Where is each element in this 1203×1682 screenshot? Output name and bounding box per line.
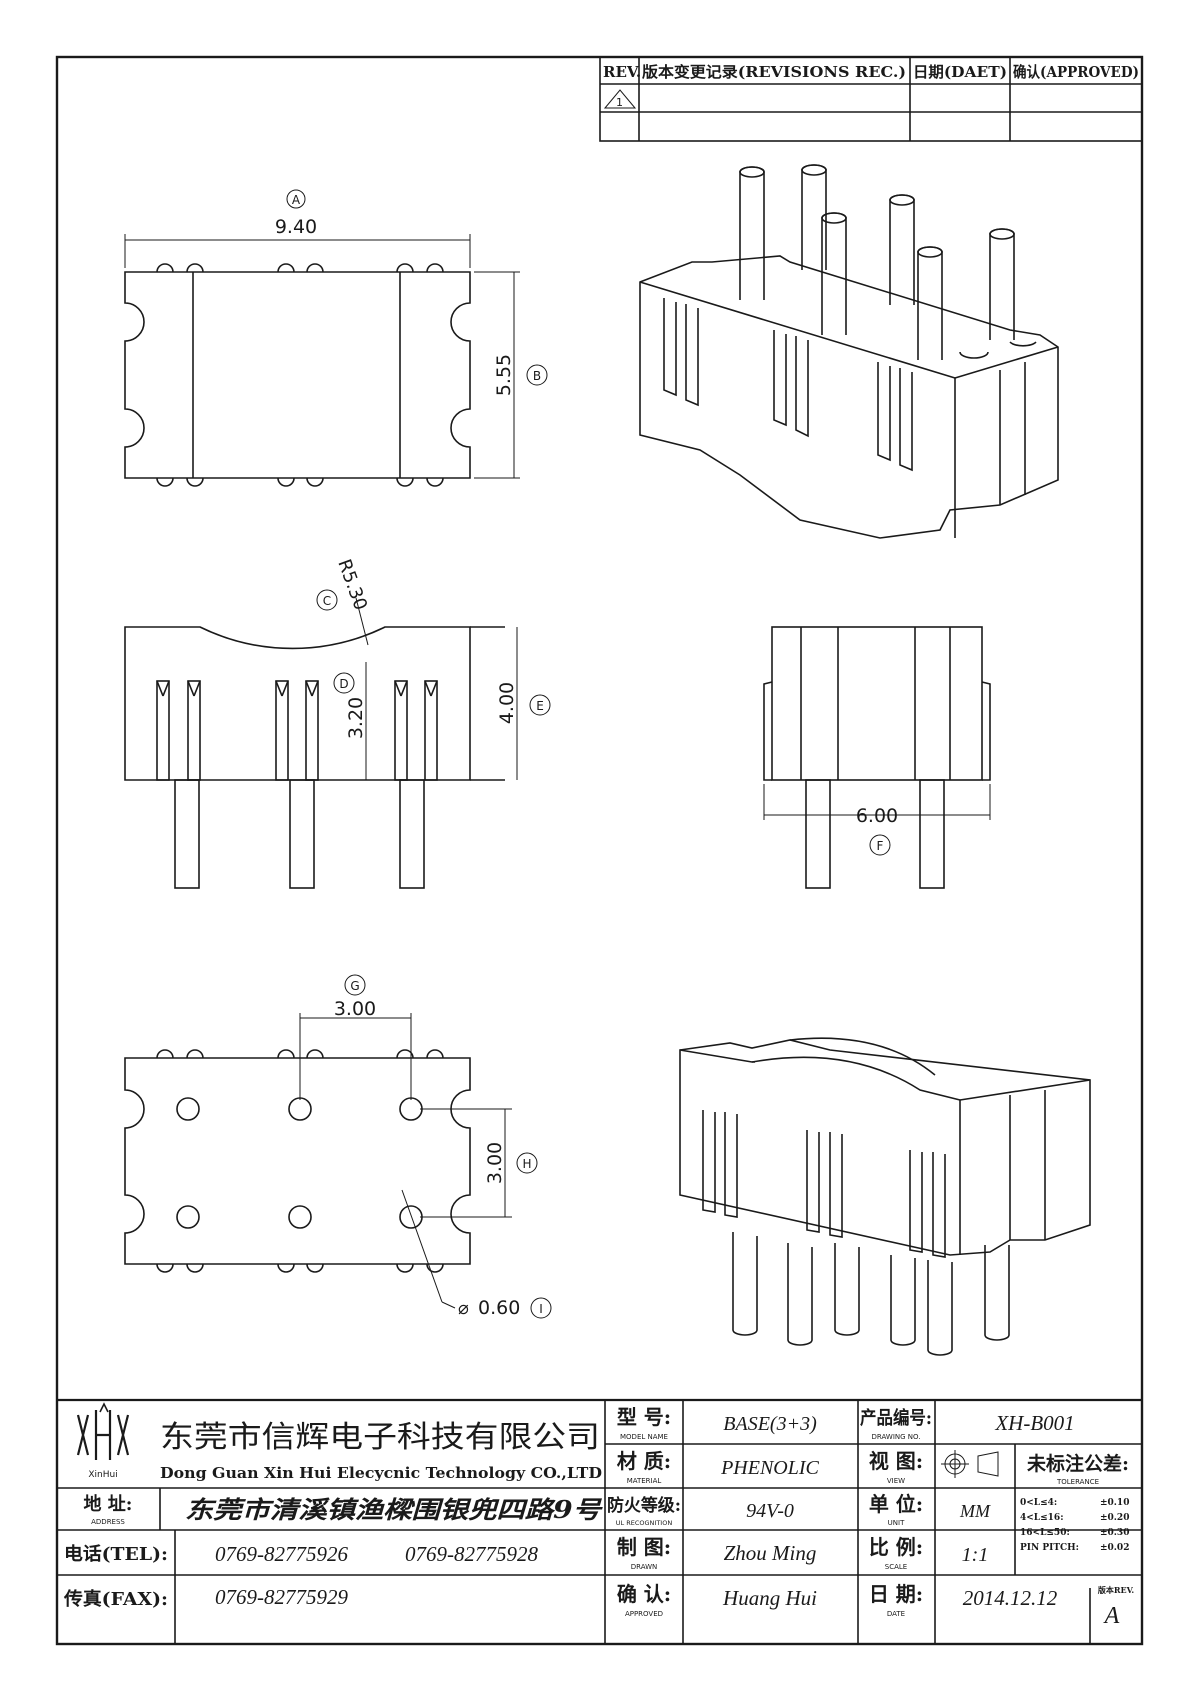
approved-value: Huang Hui	[722, 1586, 817, 1610]
material-value: PHENOLIC	[720, 1457, 819, 1479]
unit-label: 单 位:	[869, 1492, 923, 1516]
scale-label: 比 例:	[869, 1535, 923, 1559]
fax-value: 0769-82775929	[215, 1585, 348, 1609]
rev-header-rev: REV.	[603, 63, 641, 81]
address-value: 东莞市清溪镇渔樑围银兜四路9号	[185, 1495, 603, 1524]
dim-e-label: E	[536, 699, 544, 713]
model-label: 型 号:	[617, 1405, 671, 1429]
tolerance-label: 未标注公差:	[1026, 1452, 1129, 1475]
title-block: XinHui 东莞市信辉电子科技有限公司 Dong Guan Xin Hui E…	[57, 1398, 1142, 1644]
dim-b-label: B	[533, 369, 541, 383]
rev-header-date: 日期(DAET)	[913, 63, 1007, 81]
dim-i-label: I	[539, 1302, 543, 1316]
rev-value: A	[1103, 1603, 1120, 1629]
part-no-label-en: DRAWING NO.	[872, 1433, 921, 1441]
date-value: 2014.12.12	[963, 1586, 1058, 1610]
tolerance-table: 0<L≤4: ±0.10 4<L≤16: ±0.20 16<L≤50: ±0.3…	[1020, 1498, 1129, 1553]
dim-c-label: C	[323, 594, 331, 608]
dim-g-label: G	[350, 979, 359, 993]
view-label-en: VIEW	[887, 1477, 905, 1485]
dim-c-value: R5.30	[333, 557, 371, 614]
dim-i-prefix: ⌀	[458, 1298, 469, 1319]
dim-d-label: D	[339, 677, 348, 691]
approved-label: 确 认:	[617, 1582, 671, 1606]
tel-value-1: 0769-82775926	[215, 1542, 348, 1566]
tolerance-range-2: 16<L≤50:	[1020, 1528, 1070, 1538]
dim-h-value: 3.00	[484, 1142, 506, 1184]
rev-triangle-icon	[603, 89, 637, 109]
bottom-view: 3.00 G 3.00 H ⌀ 0.60 I	[124, 974, 552, 1319]
unit-value: MM	[959, 1501, 991, 1521]
tolerance-value-0: ±0.10	[1100, 1498, 1129, 1508]
scale-value: 1:1	[962, 1544, 989, 1566]
part-no-label: 产品编号:	[860, 1407, 932, 1429]
company-name-cn: 东莞市信辉电子科技有限公司	[160, 1420, 600, 1455]
fire-value: 94V-0	[746, 1500, 794, 1522]
iso-view-bottom	[679, 1037, 1091, 1356]
date-label-en: DATE	[887, 1610, 905, 1618]
part-no-value: XH-B001	[994, 1411, 1074, 1435]
address-label: 地 址:	[84, 1493, 133, 1515]
dim-a-label: A	[292, 193, 301, 207]
tolerance-range-3: PIN PITCH:	[1020, 1543, 1079, 1553]
view-label: 视 图:	[869, 1449, 923, 1473]
dim-b-value: 5.55	[493, 354, 515, 396]
tolerance-range-1: 4<L≤16:	[1020, 1513, 1064, 1523]
drawn-value: Zhou Ming	[724, 1541, 817, 1565]
drawn-label-en: DRAWN	[631, 1563, 658, 1571]
dim-e-value: 4.00	[496, 682, 518, 724]
address-label-en: ADDRESS	[91, 1518, 125, 1526]
top-view: A 9.40 5.55 B	[124, 189, 548, 487]
model-label-en: MODEL NAME	[620, 1433, 668, 1441]
drawn-label: 制 图:	[617, 1535, 671, 1559]
dim-f-label: F	[877, 839, 884, 853]
fax-label: 传真(FAX):	[63, 1588, 168, 1610]
rev-mark: 1	[616, 96, 623, 109]
dim-a-value: 9.40	[275, 216, 317, 238]
approved-label-en: APPROVED	[625, 1610, 663, 1618]
revision-table: REV. 版本变更记录(REVISIONS REC.) 日期(DAET) 确认(…	[599, 56, 1143, 142]
front-view: R5.30 C 3.20 D 4.00 E	[124, 557, 551, 889]
side-view: 6.00 F	[763, 626, 991, 889]
scale-label-en: SCALE	[885, 1563, 907, 1571]
projection-symbol-icon	[941, 1450, 999, 1478]
tolerance-value-1: ±0.20	[1100, 1513, 1129, 1523]
iso-view-top	[639, 164, 1059, 539]
company-name-en: Dong Guan Xin Hui Elecycnic Technology C…	[160, 1464, 602, 1482]
fire-label: 防火等级:	[607, 1495, 681, 1516]
sheet-border	[55, 55, 1144, 1646]
dim-h-label: H	[522, 1157, 531, 1171]
date-label: 日 期:	[869, 1582, 923, 1606]
dim-f-value: 6.00	[856, 805, 898, 827]
unit-label-en: UNIT	[888, 1519, 905, 1527]
logo-text: XinHui	[88, 1470, 117, 1480]
rev-label: 版本REV.	[1097, 1585, 1135, 1595]
tolerance-value-2: ±0.30	[1100, 1528, 1129, 1538]
fire-label-en: UL RECOGNITION	[616, 1519, 673, 1527]
rev-header-approved: 确认(APPROVED)	[1013, 63, 1139, 81]
dim-d-value: 3.20	[345, 697, 367, 739]
tel-value-2: 0769-82775928	[405, 1542, 538, 1566]
tolerance-range-0: 0<L≤4:	[1020, 1498, 1057, 1508]
tolerance-value-3: ±0.02	[1100, 1543, 1129, 1553]
dim-g-value: 3.00	[334, 998, 376, 1020]
dim-i-value: 0.60	[478, 1297, 520, 1319]
company-logo: XinHui	[76, 1402, 130, 1480]
rev-header-record: 版本变更记录(REVISIONS REC.)	[642, 63, 906, 81]
tel-label: 电话(TEL):	[64, 1543, 168, 1565]
tolerance-label-en: TOLERANCE	[1056, 1478, 1099, 1486]
material-label: 材 质:	[617, 1449, 671, 1473]
model-value: BASE(3+3)	[723, 1413, 817, 1435]
material-label-en: MATERIAL	[627, 1477, 662, 1485]
